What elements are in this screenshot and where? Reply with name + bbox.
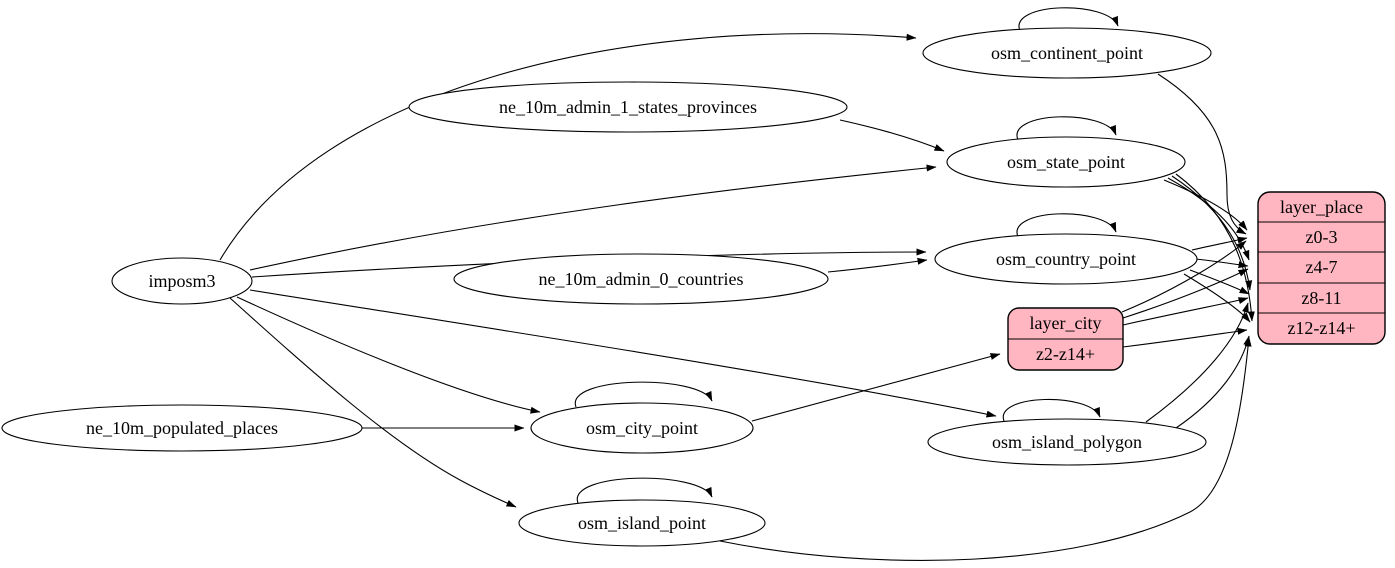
edge-islandpoly-z12-z14 (1175, 335, 1251, 429)
edge-imposm3-osm_island_polygon (249, 289, 997, 418)
osm_country_point-shape (934, 233, 1198, 285)
selfloop-osm_city_point (574, 381, 713, 408)
osm_city_point-shape (530, 402, 754, 454)
edge-state-z12-z14 (1175, 173, 1255, 322)
node-layer_place: layer_place z0-3 z4-7 z8-11 z12-z14+ (1257, 191, 1386, 345)
node-layer_city: layer_city z2-z14+ (1007, 307, 1124, 371)
edge-layercity-z4-7 (1122, 268, 1249, 319)
layer_place-shape (1257, 191, 1386, 345)
layer_place-row-z8-11: z8-11 (1301, 288, 1341, 308)
node-ne_10m_populated_places: ne_10m_populated_places (1, 404, 363, 452)
nepop-shape (1, 404, 363, 452)
edge-imposm3-osm_island_point (229, 297, 517, 508)
edge-country-z0-3 (1191, 236, 1248, 251)
selfloop-osm_island_point (576, 477, 713, 504)
layer_place-title: layer_place (1280, 197, 1363, 217)
layer_city-row-z2-z14: z2-z14+ (1036, 344, 1095, 364)
edge-imposm3-osm_state_point (249, 164, 937, 271)
edge-imposm3-osm_continent_point (219, 33, 917, 261)
ne0-label: ne_10m_admin_0_countries (539, 269, 744, 289)
osm_continent_point-shape (922, 27, 1212, 79)
layer_city-title: layer_city (1030, 313, 1102, 333)
layer_place-row-z12-z14: z12-z14+ (1287, 318, 1355, 338)
osm_island_point-label: osm_island_point (578, 513, 706, 533)
edge-layercity-z12-z14 (1122, 327, 1248, 348)
selfloop-osm_country_point (1016, 213, 1117, 238)
osm_island_polygon-label: osm_island_polygon (992, 432, 1142, 452)
imposm3-shape (111, 257, 253, 305)
layer_place-row-z4-7: z4-7 (1306, 257, 1338, 277)
node-osm_country_point: osm_country_point (934, 233, 1198, 285)
ne1-shape (408, 81, 848, 133)
osm_state_point-shape (946, 136, 1186, 188)
node-ne_10m_admin_1_states_provinces: ne_10m_admin_1_states_provinces (408, 81, 848, 133)
edge-group (219, 7, 1255, 562)
ne1-label: ne_10m_admin_1_states_provinces (499, 97, 757, 117)
node-osm_state_point: osm_state_point (946, 136, 1186, 188)
edge-ne0-osm_country_point (827, 257, 928, 273)
selfloop-osm_island_polygon (1002, 398, 1101, 422)
node-osm_continent_point: osm_continent_point (922, 27, 1212, 79)
imposm3-label: imposm3 (148, 271, 215, 291)
edge-country-z8-11 (1189, 269, 1250, 295)
node-osm_city_point: osm_city_point (530, 402, 754, 454)
edge-country-z12-z14 (1183, 273, 1251, 323)
edge-layercity-z8-11 (1122, 297, 1249, 326)
osm_island_point-shape (518, 499, 766, 547)
osm_state_point-label: osm_state_point (1007, 152, 1125, 172)
edge-layercity-z0-3 (1121, 240, 1247, 313)
edge-state-z8-11 (1171, 175, 1253, 291)
osm_continent_point-label: osm_continent_point (991, 43, 1143, 63)
edge-islandpoly-z8-11 (1145, 302, 1249, 423)
nepop-label: ne_10m_populated_places (86, 418, 278, 438)
node-osm_island_point: osm_island_point (518, 499, 766, 547)
selfloop-osm_state_point (1016, 116, 1117, 141)
edge-state-z0-3 (1163, 179, 1248, 231)
node-osm_island_polygon: osm_island_polygon (927, 418, 1207, 466)
node-ne_10m_admin_0_countries: ne_10m_admin_0_countries (453, 253, 829, 305)
edge-city-layer_city (751, 353, 1001, 422)
layer_place-row-z0-3: z0-3 (1306, 227, 1338, 247)
edge-continent-z0-3 (1157, 73, 1247, 235)
edge-imposm3-osm_city_point (236, 296, 541, 414)
osm_country_point-label: osm_country_point (996, 249, 1136, 269)
osm_island_polygon-shape (927, 418, 1207, 466)
edge-state-z4-7 (1167, 177, 1250, 261)
selfloop-osm_continent_point (1018, 7, 1119, 32)
edge-country-z4-7 (1195, 258, 1249, 269)
ne0-shape (453, 253, 829, 305)
edge-islandpoint-z12-z14 (719, 336, 1252, 562)
node-imposm3: imposm3 (111, 257, 253, 305)
osm_city_point-label: osm_city_point (586, 418, 698, 438)
edge-ne1-osm_state_point (839, 119, 945, 152)
